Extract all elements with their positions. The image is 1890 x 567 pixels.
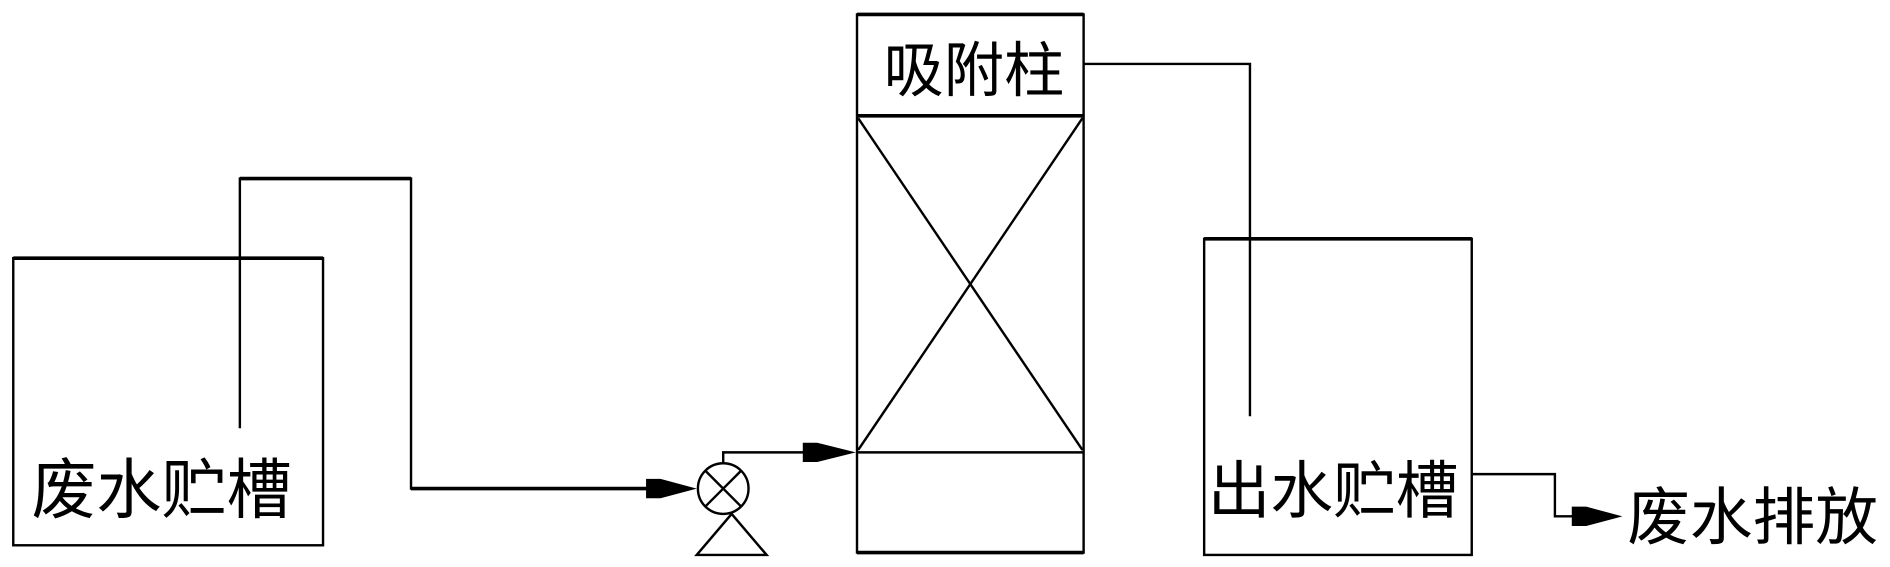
wastewater-tank: 废水贮槽 bbox=[12, 256, 325, 547]
adsorption-column-label: 吸附柱 bbox=[884, 37, 1065, 107]
pump-icon bbox=[694, 462, 770, 557]
adsorption-column: 吸附柱 bbox=[855, 12, 1085, 555]
effluent-tank-label: 出水贮槽 bbox=[1208, 455, 1459, 528]
flow-arrow-icon bbox=[802, 442, 856, 463]
effluent-tank: 出水贮槽 bbox=[1202, 237, 1473, 557]
wastewater-tank-label: 废水贮槽 bbox=[31, 454, 291, 529]
column-outlet-pipe bbox=[1083, 62, 1252, 417]
inlet-pipe bbox=[238, 176, 697, 499]
flow-arrow-icon bbox=[646, 478, 697, 499]
flow-arrow-icon bbox=[1571, 506, 1623, 526]
discharge-label: 废水排放 bbox=[1627, 481, 1878, 554]
discharge-pipe: 废水排放 bbox=[1471, 472, 1878, 554]
pump-outlet-pipe bbox=[722, 442, 856, 464]
